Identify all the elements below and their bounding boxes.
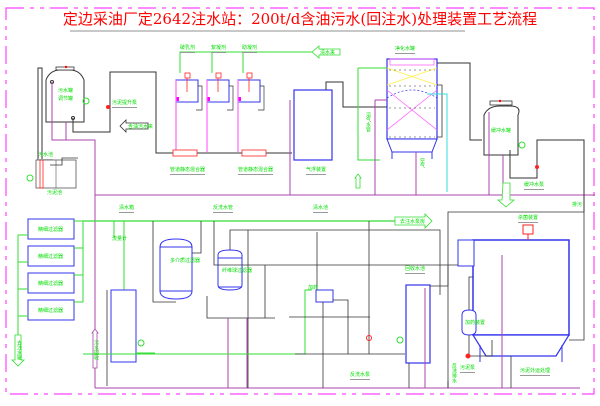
dosing-1-label: 破乳剂 [180,45,196,53]
dosing-vessel [461,309,477,336]
title-underline [70,30,465,32]
reclaim-pool-label: 回收水池 [405,266,426,274]
clear-pool-header-label: 清水箱 [119,205,135,213]
clear-pool-label: 清水池 [313,205,329,213]
drawing-border [5,7,595,395]
reclaim-pool [405,284,431,364]
filter-1-label: 精细过滤器 [38,227,64,233]
sludge-dosing-label: 加药装置 [465,320,486,326]
to-injection-label: 去注水罐 [16,340,22,360]
static-mixer-1 [172,149,198,157]
sludge-pump-icon [465,353,471,359]
air-label: 空气 [419,158,425,168]
sump [26,159,77,189]
sump-label: 污泥池 [47,190,63,196]
backwash-header-label: 反洗水管 [213,205,234,213]
raw-water-tank [37,65,90,179]
to-pump-house-arrow-icon [394,213,433,229]
inlet-arrow-icon [119,119,149,133]
fine-filter-4 [27,299,75,321]
filter-2-label: 精细过滤器 [38,254,64,260]
purifier-tower [386,58,438,159]
air-inlet-arrow-icon [354,173,362,189]
static-mixer-2 [241,149,267,157]
purifier-side-label: 溶气水管 [365,112,371,132]
dosing-water-arrow-icon [311,45,341,59]
sludge-pump-label-2: 污泥泵 [460,365,476,373]
multi-media-label: 多介质过滤器 [170,258,201,264]
dosing-tank-3 [237,72,261,103]
dosing-tank-1 [175,72,199,103]
buffer-tank [483,99,526,156]
inlet-label: 含油污水来 [128,124,154,130]
raw-tank-label: 污水罐 [58,88,74,94]
sludge-out-label: 污泥外运处理 [520,368,551,376]
flow-label: 流量计 [112,236,128,242]
filter-4-label: 精细过滤器 [38,308,64,314]
dosing-3-label: 助凝剂 [242,45,258,53]
buffer-pump-label: 缓冲水泵 [524,182,545,190]
purifier-label: 净化水罐 [395,46,416,54]
clear-water-pool [110,289,137,363]
air-flotation-unit [293,89,333,161]
injection-out-label: 去注水泵房 [400,219,426,225]
discharge-label: 排污 [572,202,583,208]
sludge-thickener [457,224,571,362]
fine-filter-1 [27,218,75,240]
dosing-tank-2 [206,72,230,103]
air-flotation-label: 气浮装置 [306,167,327,175]
multi-media-filter [159,238,193,300]
sump-top-label: 污水池 [38,152,54,160]
dosing-small-label: 加药 [308,285,319,291]
fiber-filter-label: 纤维球过滤器 [222,268,253,274]
raw-tank-sub-label: 调节罐 [58,96,74,102]
fine-filter-2 [27,245,75,267]
pump-icon [535,165,539,169]
filter-3-label: 精细过滤器 [38,281,64,287]
sewage-return-arrow-icon [91,328,99,369]
dosing-water-label: 清水来 [320,50,336,56]
disinfection-label: 杀菌装置 [518,215,539,223]
pump-icon [366,335,372,341]
fine-filter-3 [27,272,75,294]
fiber-ball-filter [217,249,243,291]
mixer-1-label: 管道静态混合器 [170,167,206,175]
backwash-out-label: 反洗排水 [451,363,457,383]
backwash-pump-label: 反洗水泵 [350,372,371,380]
backwash-tank [315,289,334,303]
sludge-pump-label: 污泥提升泵 [112,100,138,108]
buffer-tank-label: 缓冲水罐 [491,128,512,134]
to-injection-arrow-icon [11,334,25,367]
sewage-return-label: 污水回收 [93,340,99,360]
diagram-title: 定边采油厂定2642注水站：200t/d含油污水(回注水)处理装置工艺流程 [62,10,538,28]
mixer-2-label: 管道静态混合器 [238,167,274,175]
dosing-2-label: 絮凝剂 [211,45,227,53]
discharge-arrow-icon [496,182,516,208]
pump-icon [106,105,110,109]
